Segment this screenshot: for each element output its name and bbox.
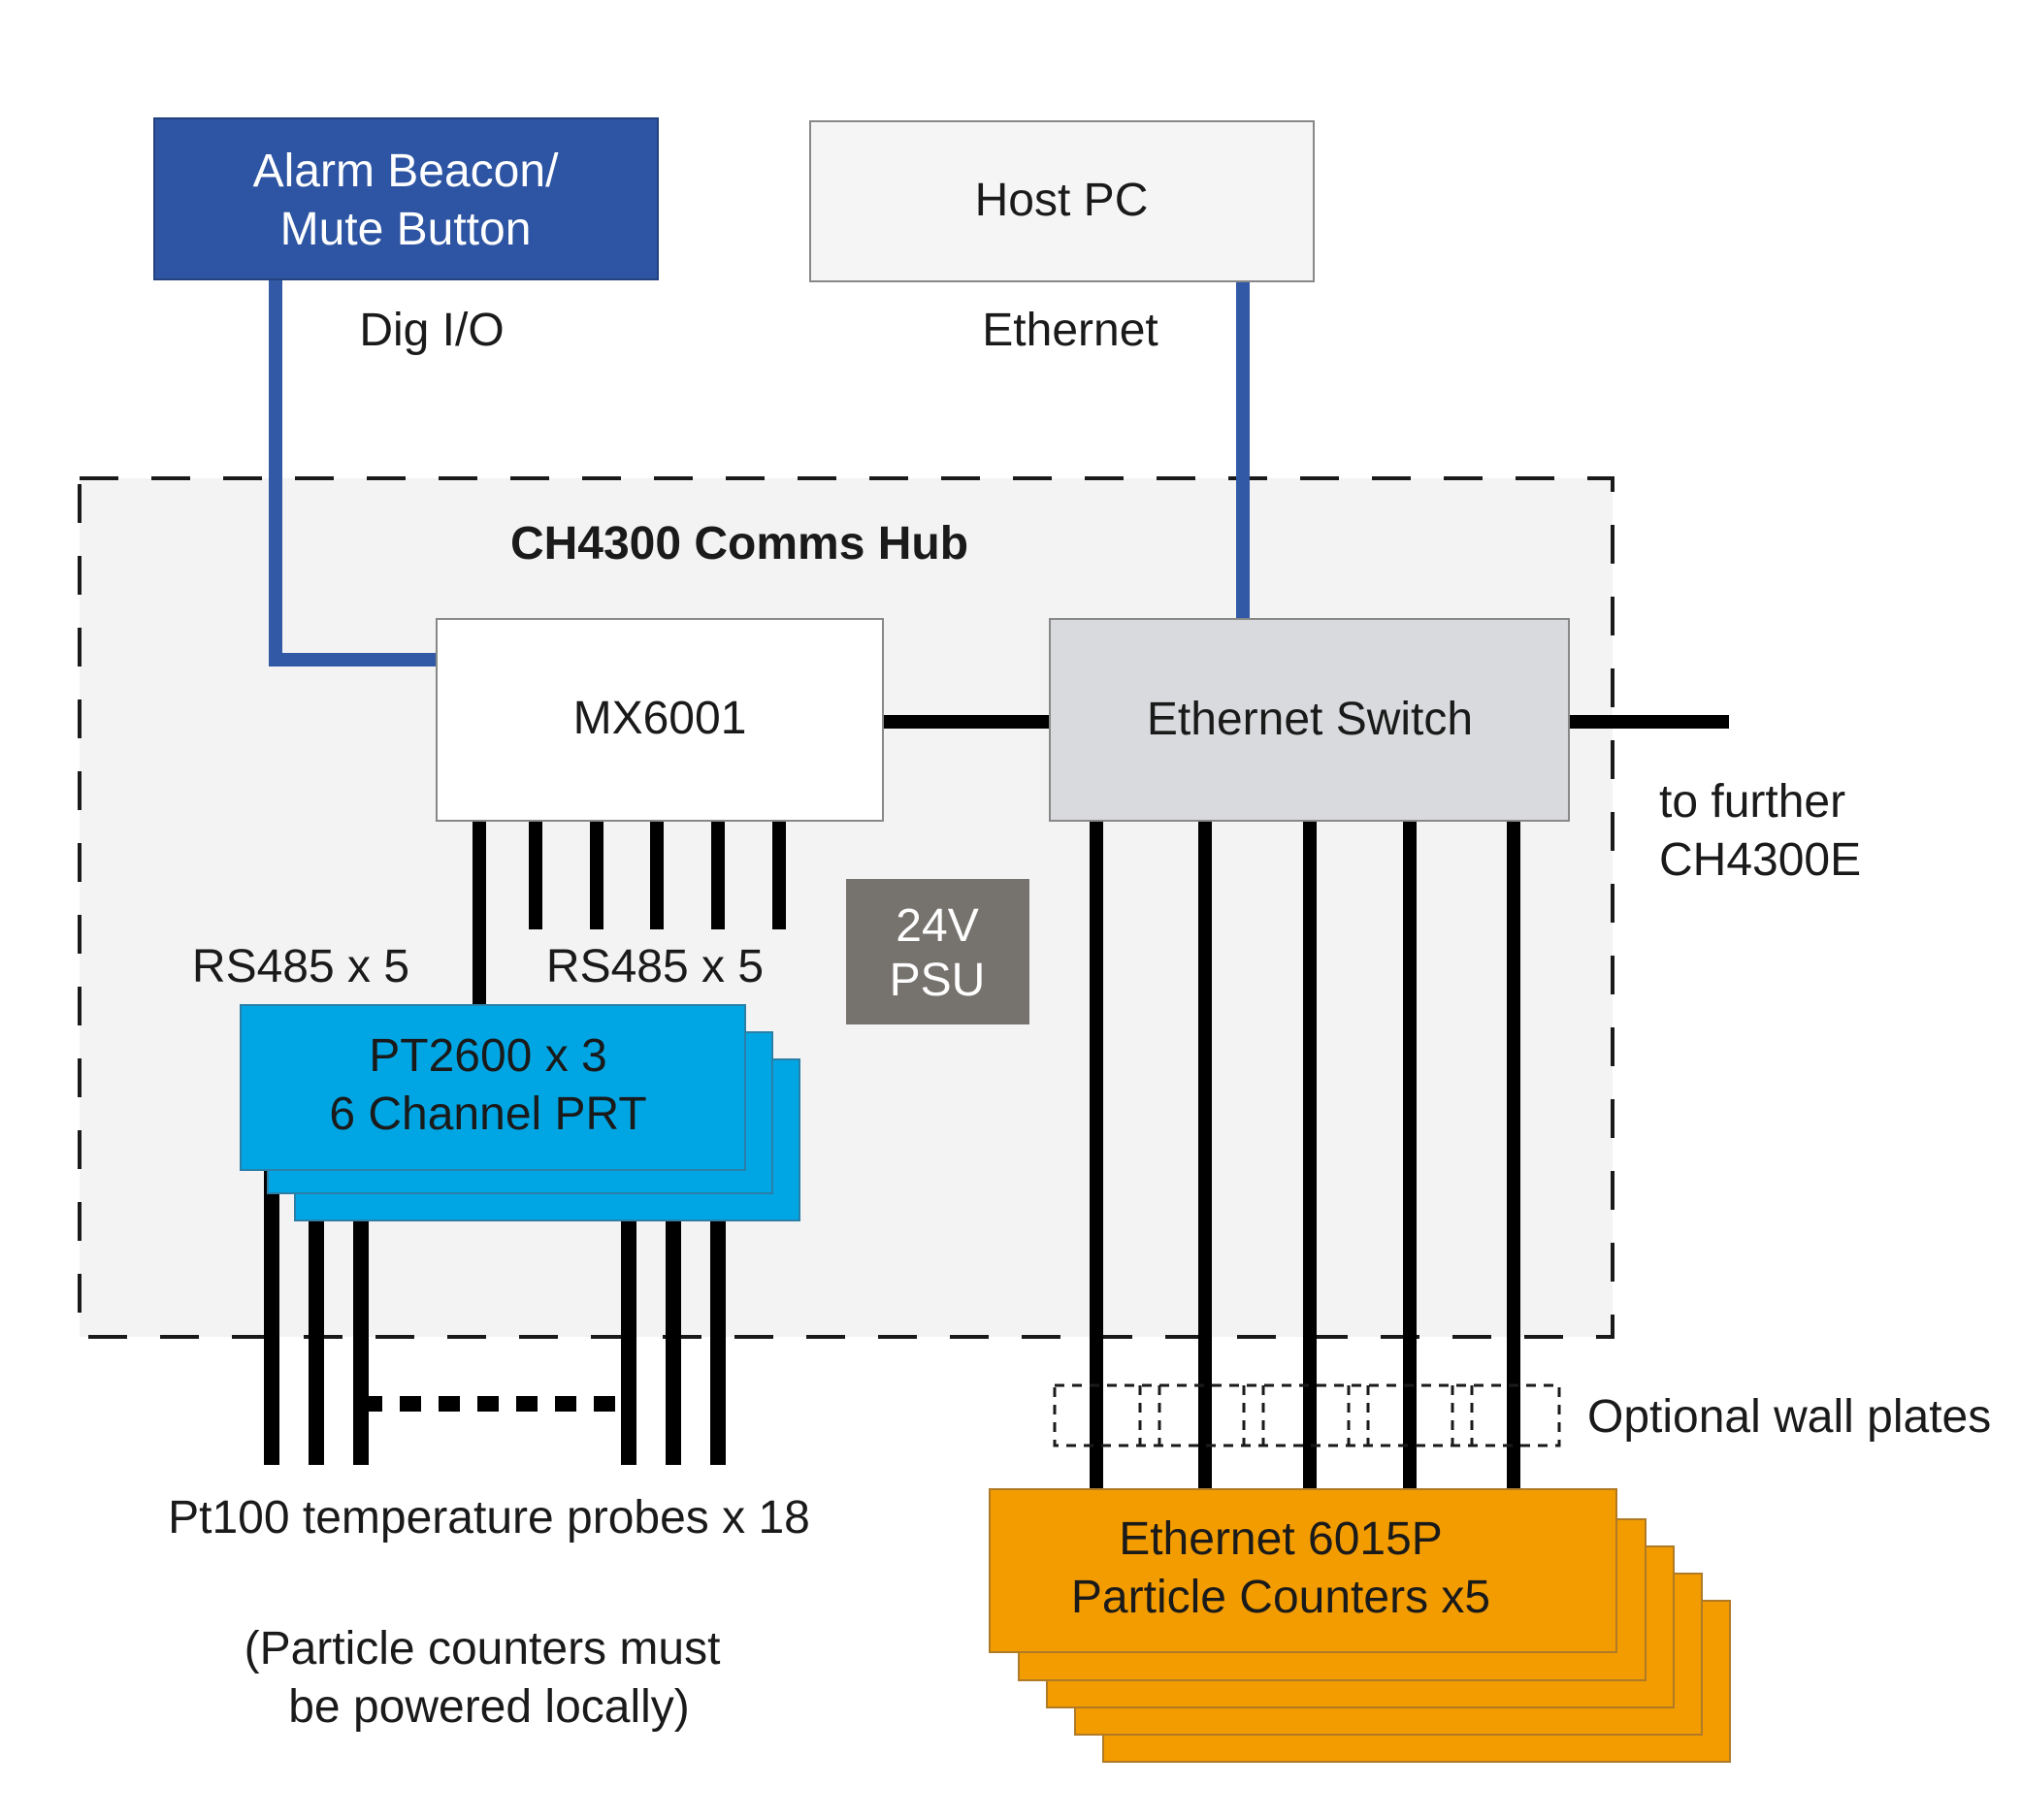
rs485-label: RS485 x 5 xyxy=(192,941,409,992)
psu-label: PSU xyxy=(890,955,986,1006)
host-pc-box xyxy=(809,120,1315,282)
psu-box xyxy=(846,879,1029,1024)
comms-hub-title: CH4300 Comms Hub xyxy=(510,518,968,569)
ethernet-label: Ethernet xyxy=(982,305,1158,356)
mx6001-label: MX6001 xyxy=(573,693,747,744)
counter-box xyxy=(989,1488,1617,1653)
dig-io-link xyxy=(269,279,437,666)
wall-plates-label: Optional wall plates xyxy=(1587,1391,1991,1443)
pt2600-box xyxy=(240,1004,746,1171)
ethernet-switch-box xyxy=(1049,618,1570,822)
further-hub-label: to further xyxy=(1659,776,1845,828)
alarm-beacon-box xyxy=(153,117,659,280)
mx6001-box xyxy=(436,618,884,822)
power-note: (Particle counters must xyxy=(245,1623,721,1674)
rs485-label: RS485 x 5 xyxy=(546,941,764,992)
alarm-beacon-label: Alarm Beacon/ xyxy=(253,146,559,197)
wall-plates-box xyxy=(1053,1383,1561,1447)
power-note: be powered locally) xyxy=(288,1681,690,1733)
ethernet-switch-label: Ethernet Switch xyxy=(1147,694,1473,745)
further-hub-label: CH4300E xyxy=(1659,834,1861,886)
dig-io-label: Dig I/O xyxy=(359,305,504,356)
pt2600-label: PT2600 x 3 xyxy=(369,1030,606,1082)
host-pc-label: Host PC xyxy=(975,175,1149,226)
pt2600-label: 6 Channel PRT xyxy=(329,1089,646,1140)
alarm-beacon-label: Mute Button xyxy=(280,204,532,255)
probes-label: Pt100 temperature probes x 18 xyxy=(168,1492,810,1544)
counter-label: Particle Counters x5 xyxy=(1071,1572,1490,1623)
counter-label: Ethernet 6015P xyxy=(1119,1513,1443,1565)
psu-label: 24V xyxy=(896,900,978,952)
